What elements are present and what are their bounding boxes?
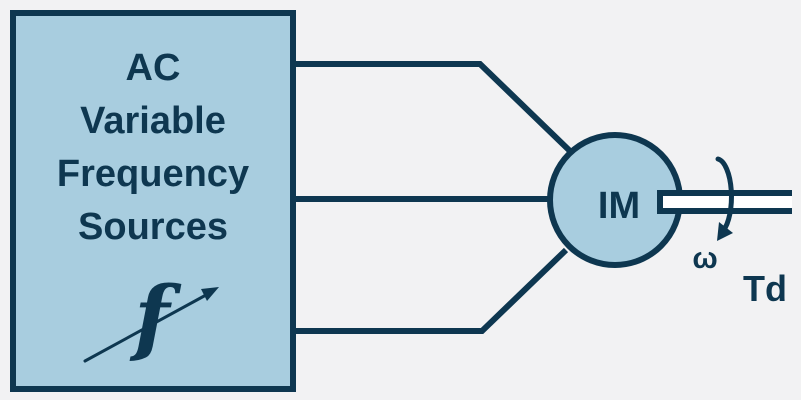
angular-speed-label: ω <box>692 242 717 275</box>
source-box-label-line-3: Frequency <box>57 153 249 195</box>
induction-motor-label: IM <box>598 185 640 227</box>
rotation-arrow-head-icon <box>717 222 733 241</box>
rotation-arrow-arc <box>715 156 734 234</box>
source-box-label-line-4: Sources <box>78 206 228 248</box>
phase-line-bottom <box>296 247 569 334</box>
frequency-increase-arrow-head-icon <box>201 287 219 301</box>
ac-source-box <box>10 10 296 392</box>
torque-label: Td <box>743 268 787 309</box>
phase-line-top <box>296 61 574 155</box>
source-box-label-line-1: AC <box>126 47 181 89</box>
motor-shaft <box>657 190 792 214</box>
source-box-label-line-2: Variable <box>80 100 226 142</box>
frequency-increase-arrow-line <box>83 293 208 363</box>
